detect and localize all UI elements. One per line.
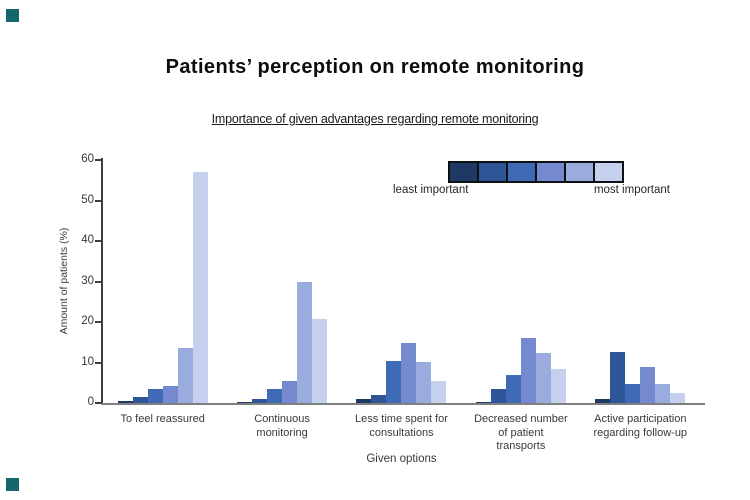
bar-group <box>461 338 580 403</box>
bar <box>550 369 566 403</box>
legend-swatch <box>566 163 595 181</box>
bar <box>117 401 133 403</box>
bar-group <box>342 343 461 403</box>
legend-swatch <box>479 163 508 181</box>
bar <box>312 318 328 403</box>
y-tick-label: 20 <box>81 315 94 327</box>
bar <box>595 399 611 403</box>
y-tick-mark <box>95 402 101 404</box>
bar <box>610 352 626 403</box>
bar <box>625 384 641 403</box>
bar-group <box>103 172 222 403</box>
legend-swatch <box>595 163 622 181</box>
bar <box>192 172 208 403</box>
bar <box>132 396 148 403</box>
bar <box>297 282 313 403</box>
bar <box>237 401 253 403</box>
bar <box>267 388 283 403</box>
legend-label-most-important: most important <box>593 184 670 196</box>
y-tick-mark <box>95 159 101 161</box>
y-tick-label: 30 <box>81 274 94 287</box>
bar <box>386 360 402 403</box>
legend-swatch <box>450 163 479 181</box>
bar-group <box>222 282 341 403</box>
y-tick-mark <box>95 199 101 202</box>
y-tick-label: 40 <box>81 234 94 246</box>
bar <box>655 384 671 403</box>
y-tick-mark <box>95 280 101 283</box>
y-tick-mark <box>95 240 101 242</box>
y-tick-label: 60 <box>81 153 94 165</box>
bar <box>371 395 387 403</box>
y-tick-label: 10 <box>81 355 94 368</box>
teal-corner-marker-bottom <box>6 478 19 491</box>
bar <box>670 393 686 403</box>
bar <box>177 347 193 403</box>
y-tick-label: 0 <box>87 396 94 408</box>
bar <box>252 399 268 403</box>
bar <box>401 343 417 403</box>
bar-group <box>581 352 700 403</box>
chart-subtitle: Importance of given advantages regarding… <box>211 112 539 126</box>
legend-labels: least important most important <box>393 184 670 196</box>
chart-title: Patients’ perception on remote monitorin… <box>165 56 585 78</box>
x-axis-title: Given options <box>366 453 437 465</box>
category-label: To feel reassured <box>120 413 205 425</box>
legend-gradient-strip <box>448 161 624 183</box>
y-tick-label: 50 <box>81 193 94 206</box>
bar <box>282 381 298 403</box>
teal-corner-marker-top <box>6 9 19 22</box>
plot-area <box>103 160 700 403</box>
bar <box>475 401 491 403</box>
x-axis-line <box>101 403 705 405</box>
bar <box>147 388 163 403</box>
y-tick-mark <box>95 321 101 323</box>
bar <box>505 374 521 403</box>
legend-label-least-important: least important <box>393 184 469 196</box>
bar <box>356 399 372 403</box>
bar <box>162 385 178 403</box>
bar <box>490 388 506 403</box>
bar <box>535 352 551 403</box>
bar <box>416 361 432 403</box>
y-tick-mark <box>95 361 101 364</box>
bar <box>520 338 536 403</box>
legend-swatch <box>537 163 566 181</box>
bar <box>431 381 447 403</box>
y-axis-line <box>101 158 103 405</box>
legend-swatch <box>508 163 537 181</box>
bar <box>640 366 656 403</box>
